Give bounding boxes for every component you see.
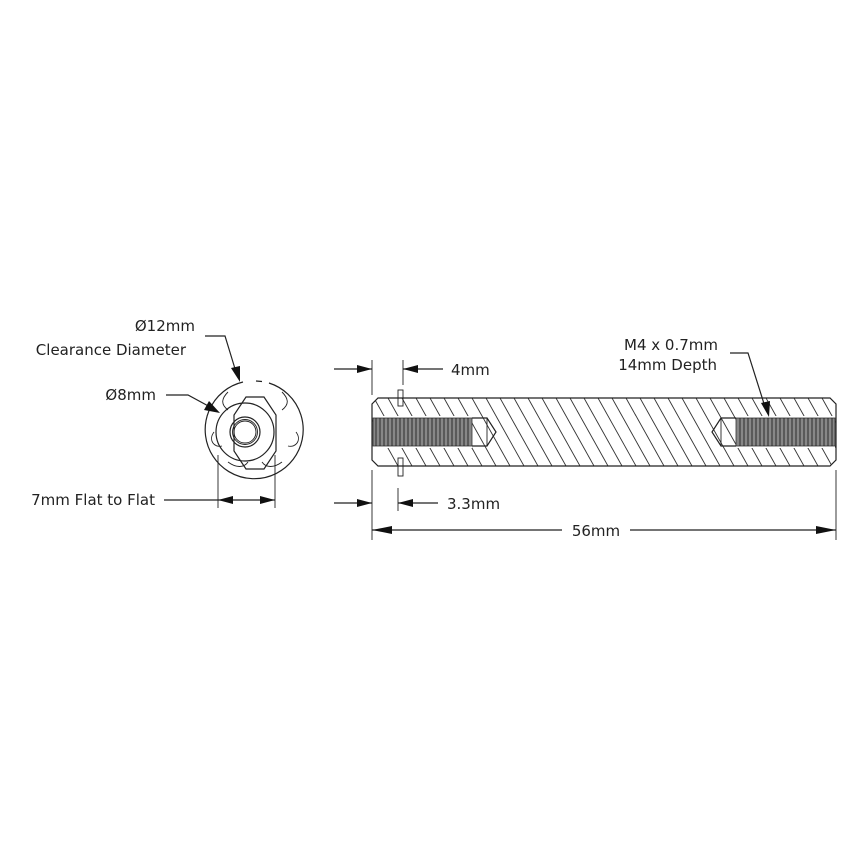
groove-position-label: 3.3mm [447, 495, 500, 513]
hex-outline [233, 396, 277, 470]
clearance-diameter-value: Ø12mm [135, 317, 195, 335]
left-thread [372, 417, 473, 447]
thread-depth-label: 14mm Depth [618, 356, 717, 374]
outer-diameter-circle [215, 402, 275, 462]
left-drill-tip [472, 417, 497, 447]
overall-length-label: 56mm [572, 522, 620, 540]
thread-hole-outer [229, 416, 261, 448]
right-drill-tip [711, 417, 736, 447]
flat-to-flat-label: 7mm Flat to Flat [31, 491, 155, 509]
clearance-diameter-text: Clearance Diameter [36, 341, 187, 359]
groove-width-label: 4mm [451, 361, 490, 379]
thread-spec-label: M4 x 0.7mm [624, 336, 718, 354]
groove-bottom [397, 457, 404, 477]
right-thread [735, 417, 836, 447]
side-view: 4mm 3.3mm 56mm M4 x 0.7mm 14mm Depth [334, 336, 837, 540]
end-view: Ø12mm Clearance Diameter Ø8mm 7mm Flat t… [31, 317, 304, 509]
groove-top [397, 389, 404, 407]
e-clip-outline [211, 391, 299, 467]
section-hatching [372, 398, 836, 466]
shaft-outline [371, 397, 837, 467]
outer-diameter-label: Ø8mm [105, 386, 156, 404]
